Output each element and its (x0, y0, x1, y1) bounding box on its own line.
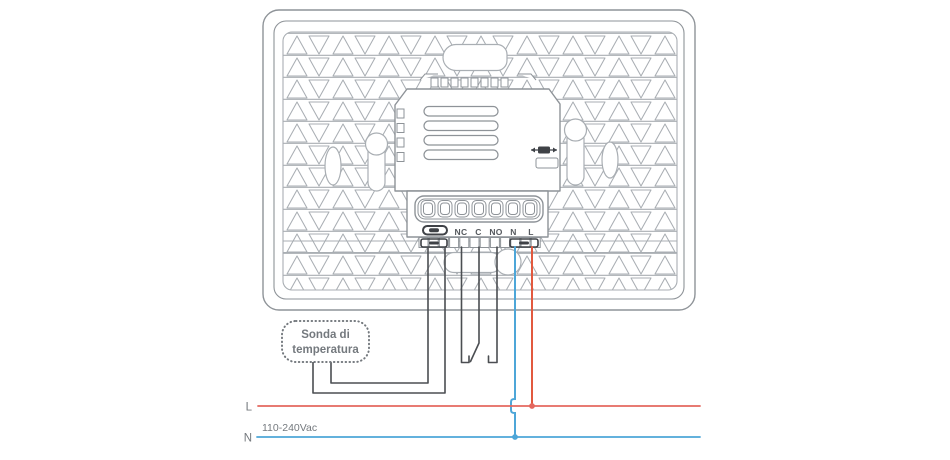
terminal-label-c: C (475, 227, 481, 237)
power-lines: L 110-240Vac N (244, 402, 701, 445)
module-side-tabs (396, 108, 405, 162)
neutral-line-label: N (244, 433, 252, 445)
bottom-slot-circle (494, 248, 522, 276)
no-wire-contact (487, 246, 498, 364)
terminal-label-l: L (528, 227, 534, 237)
probe-box-outline (281, 320, 370, 363)
terminal-label-nc: NC (455, 227, 468, 237)
probe-terminal-icon (422, 225, 448, 236)
terminal-labels: NC C NO N L (455, 227, 534, 237)
plate-cutouts (324, 43, 619, 276)
module-pin-row (419, 73, 537, 88)
clamp-strip (418, 237, 541, 248)
vent-slats (423, 105, 499, 161)
terminal-label-no: NO (489, 227, 502, 237)
voltage-label: 110-240Vac (262, 422, 317, 434)
neutral-junction-dot (512, 434, 518, 440)
probe-wire-2 (312, 246, 446, 394)
left-keyhole-circle (364, 132, 389, 156)
probe-box-label-line2: temperatura (292, 344, 359, 356)
right-oval-slot (601, 141, 619, 179)
slide-arrows-icon (531, 146, 559, 169)
live-line-label: L (246, 402, 253, 414)
temperature-probe-box: Sonda di temperatura (281, 320, 370, 363)
terminal-holes (420, 200, 538, 218)
terminal-block: NC C NO N L (406, 190, 549, 248)
right-keyhole-circle (563, 118, 588, 142)
thermostat-module: NC C NO N L (394, 73, 561, 248)
probe-wire-1 (330, 246, 429, 384)
live-junction-dot (529, 403, 535, 409)
top-keyhole-slot (442, 43, 508, 72)
nc-wire-contact (460, 246, 470, 364)
probe-box-label-line1: Sonda di (301, 329, 350, 341)
bottom-slot-bar (443, 251, 502, 274)
terminal-label-n: N (510, 227, 516, 237)
left-oval-slot (324, 146, 342, 186)
c-wire-blade (469, 246, 480, 363)
